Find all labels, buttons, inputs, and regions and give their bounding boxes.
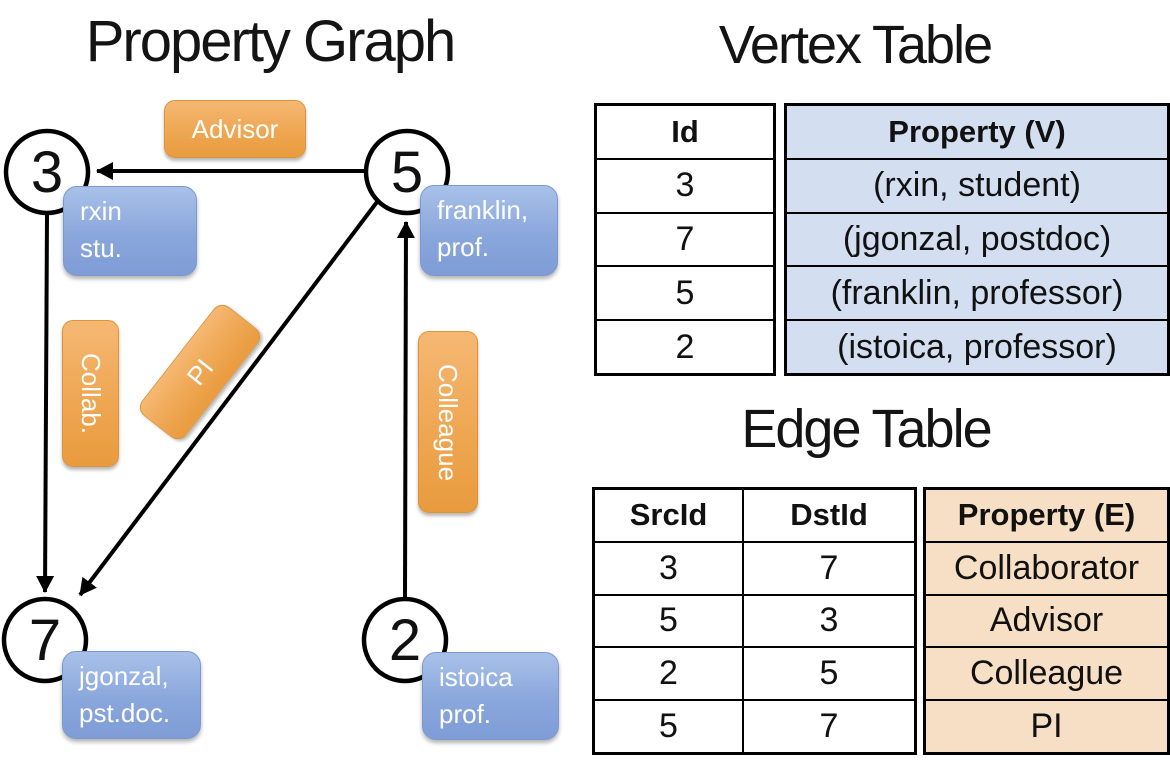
edge-table: SrcId DstId 3 7 5 3 2 5 5 7 Property (E)…: [592, 487, 1170, 755]
edge-property-cell: Collaborator: [953, 548, 1140, 587]
table-row: (franklin, professor): [787, 265, 1167, 319]
edge-dstid-cell: 7: [819, 707, 839, 746]
edge-label-advisor: Advisor: [164, 100, 306, 158]
edge-table-title: Edge Table: [741, 399, 992, 459]
table-row: 5: [597, 265, 773, 319]
edge-label-colleague-text: Colleague: [433, 363, 464, 481]
edge-srcid-cell: 5: [595, 595, 744, 647]
edge-srcid-cell: 3: [595, 542, 744, 594]
table-row: Collaborator: [926, 540, 1167, 594]
vertex-table-header-property: Property (V): [888, 113, 1066, 149]
table-row: Colleague: [926, 646, 1167, 699]
edge-property-cell: Advisor: [989, 601, 1104, 640]
edge-srcid-cell: 5: [595, 701, 744, 752]
vertex-id-cell: 5: [675, 273, 695, 312]
table-row: (jgonzal, postdoc): [787, 211, 1167, 266]
vertex-property-box-5: franklin, prof.: [420, 185, 558, 276]
edge-property-cell: Colleague: [969, 654, 1124, 693]
vertex-id-5: 5: [390, 139, 424, 205]
vertex-id-cell: 7: [675, 219, 695, 258]
table-row: 5 7: [595, 699, 914, 752]
vertex-id-7: 7: [28, 607, 62, 673]
vertex-property-box-7: jgonzal, pst.doc.: [62, 651, 201, 739]
vertex-property-box-3: rxin stu.: [63, 186, 197, 276]
table-row: 2 5: [595, 646, 914, 700]
edge-line-collab-3-to-7: [36, 214, 55, 593]
table-row: 5 3: [595, 593, 914, 647]
vertex-property-cell: (istoica, professor): [837, 327, 1117, 366]
table-row: 7: [597, 211, 773, 266]
property-graph-title: Property Graph: [85, 9, 457, 74]
vertex-table-id-column: Id 3 7 5 2: [594, 103, 776, 376]
edge-table-header-property: Property (E): [957, 497, 1136, 533]
vertex-table-property-column: Property (V) (rxin, student) (jgonzal, p…: [784, 103, 1170, 376]
edge-label-colleague: Colleague: [418, 331, 478, 513]
vertex-table-title: Vertex Table: [718, 15, 993, 75]
edge-table-header-dstid: DstId: [790, 497, 868, 533]
table-row: (istoica, professor): [787, 319, 1167, 373]
edge-label-advisor-text: Advisor: [191, 113, 279, 144]
edge-label-pi-text: PI: [180, 352, 219, 391]
edge-dstid-cell: 3: [819, 601, 839, 640]
table-row: PI: [926, 699, 1167, 752]
edge-dstid-cell: 7: [819, 548, 839, 587]
vertex-id-2: 2: [388, 607, 422, 673]
edge-dstid-cell: 5: [819, 654, 839, 693]
vertex-property-box-2: istoica prof.: [422, 652, 559, 740]
vertex-table-header-id: Id: [671, 113, 699, 149]
vertex-property-cell: (rxin, student): [873, 166, 1081, 205]
edge-table-id-columns: SrcId DstId 3 7 5 3 2 5 5 7: [592, 487, 917, 755]
edge-label-collab-text: Collab.: [76, 353, 106, 434]
edge-property-cell: PI: [1030, 707, 1063, 746]
vertex-id-cell: 3: [675, 166, 695, 205]
table-row: (rxin, student): [787, 157, 1167, 212]
edge-table-header-srcid: SrcId: [595, 490, 744, 541]
vertex-id-3: 3: [30, 139, 64, 205]
table-row: Advisor: [926, 593, 1167, 647]
edge-line-colleague-2-to-5: [396, 221, 415, 598]
edge-table-property-column: Property (E) Collaborator Advisor Collea…: [923, 487, 1170, 755]
edge-line-pi-5-to-7: [78, 200, 379, 597]
vertex-table: Id 3 7 5 2 Property (V) (rxin, student) …: [594, 103, 1170, 376]
vertex-property-cell: (franklin, professor): [830, 273, 1124, 312]
edge-label-collab: Collab.: [62, 320, 119, 467]
table-row: 3: [597, 157, 773, 212]
edge-srcid-cell: 2: [595, 648, 744, 700]
table-row: 2: [597, 319, 773, 373]
vertex-id-cell: 2: [675, 327, 695, 366]
vertex-property-cell: (jgonzal, postdoc): [842, 219, 1112, 258]
table-row: 3 7: [595, 540, 914, 594]
